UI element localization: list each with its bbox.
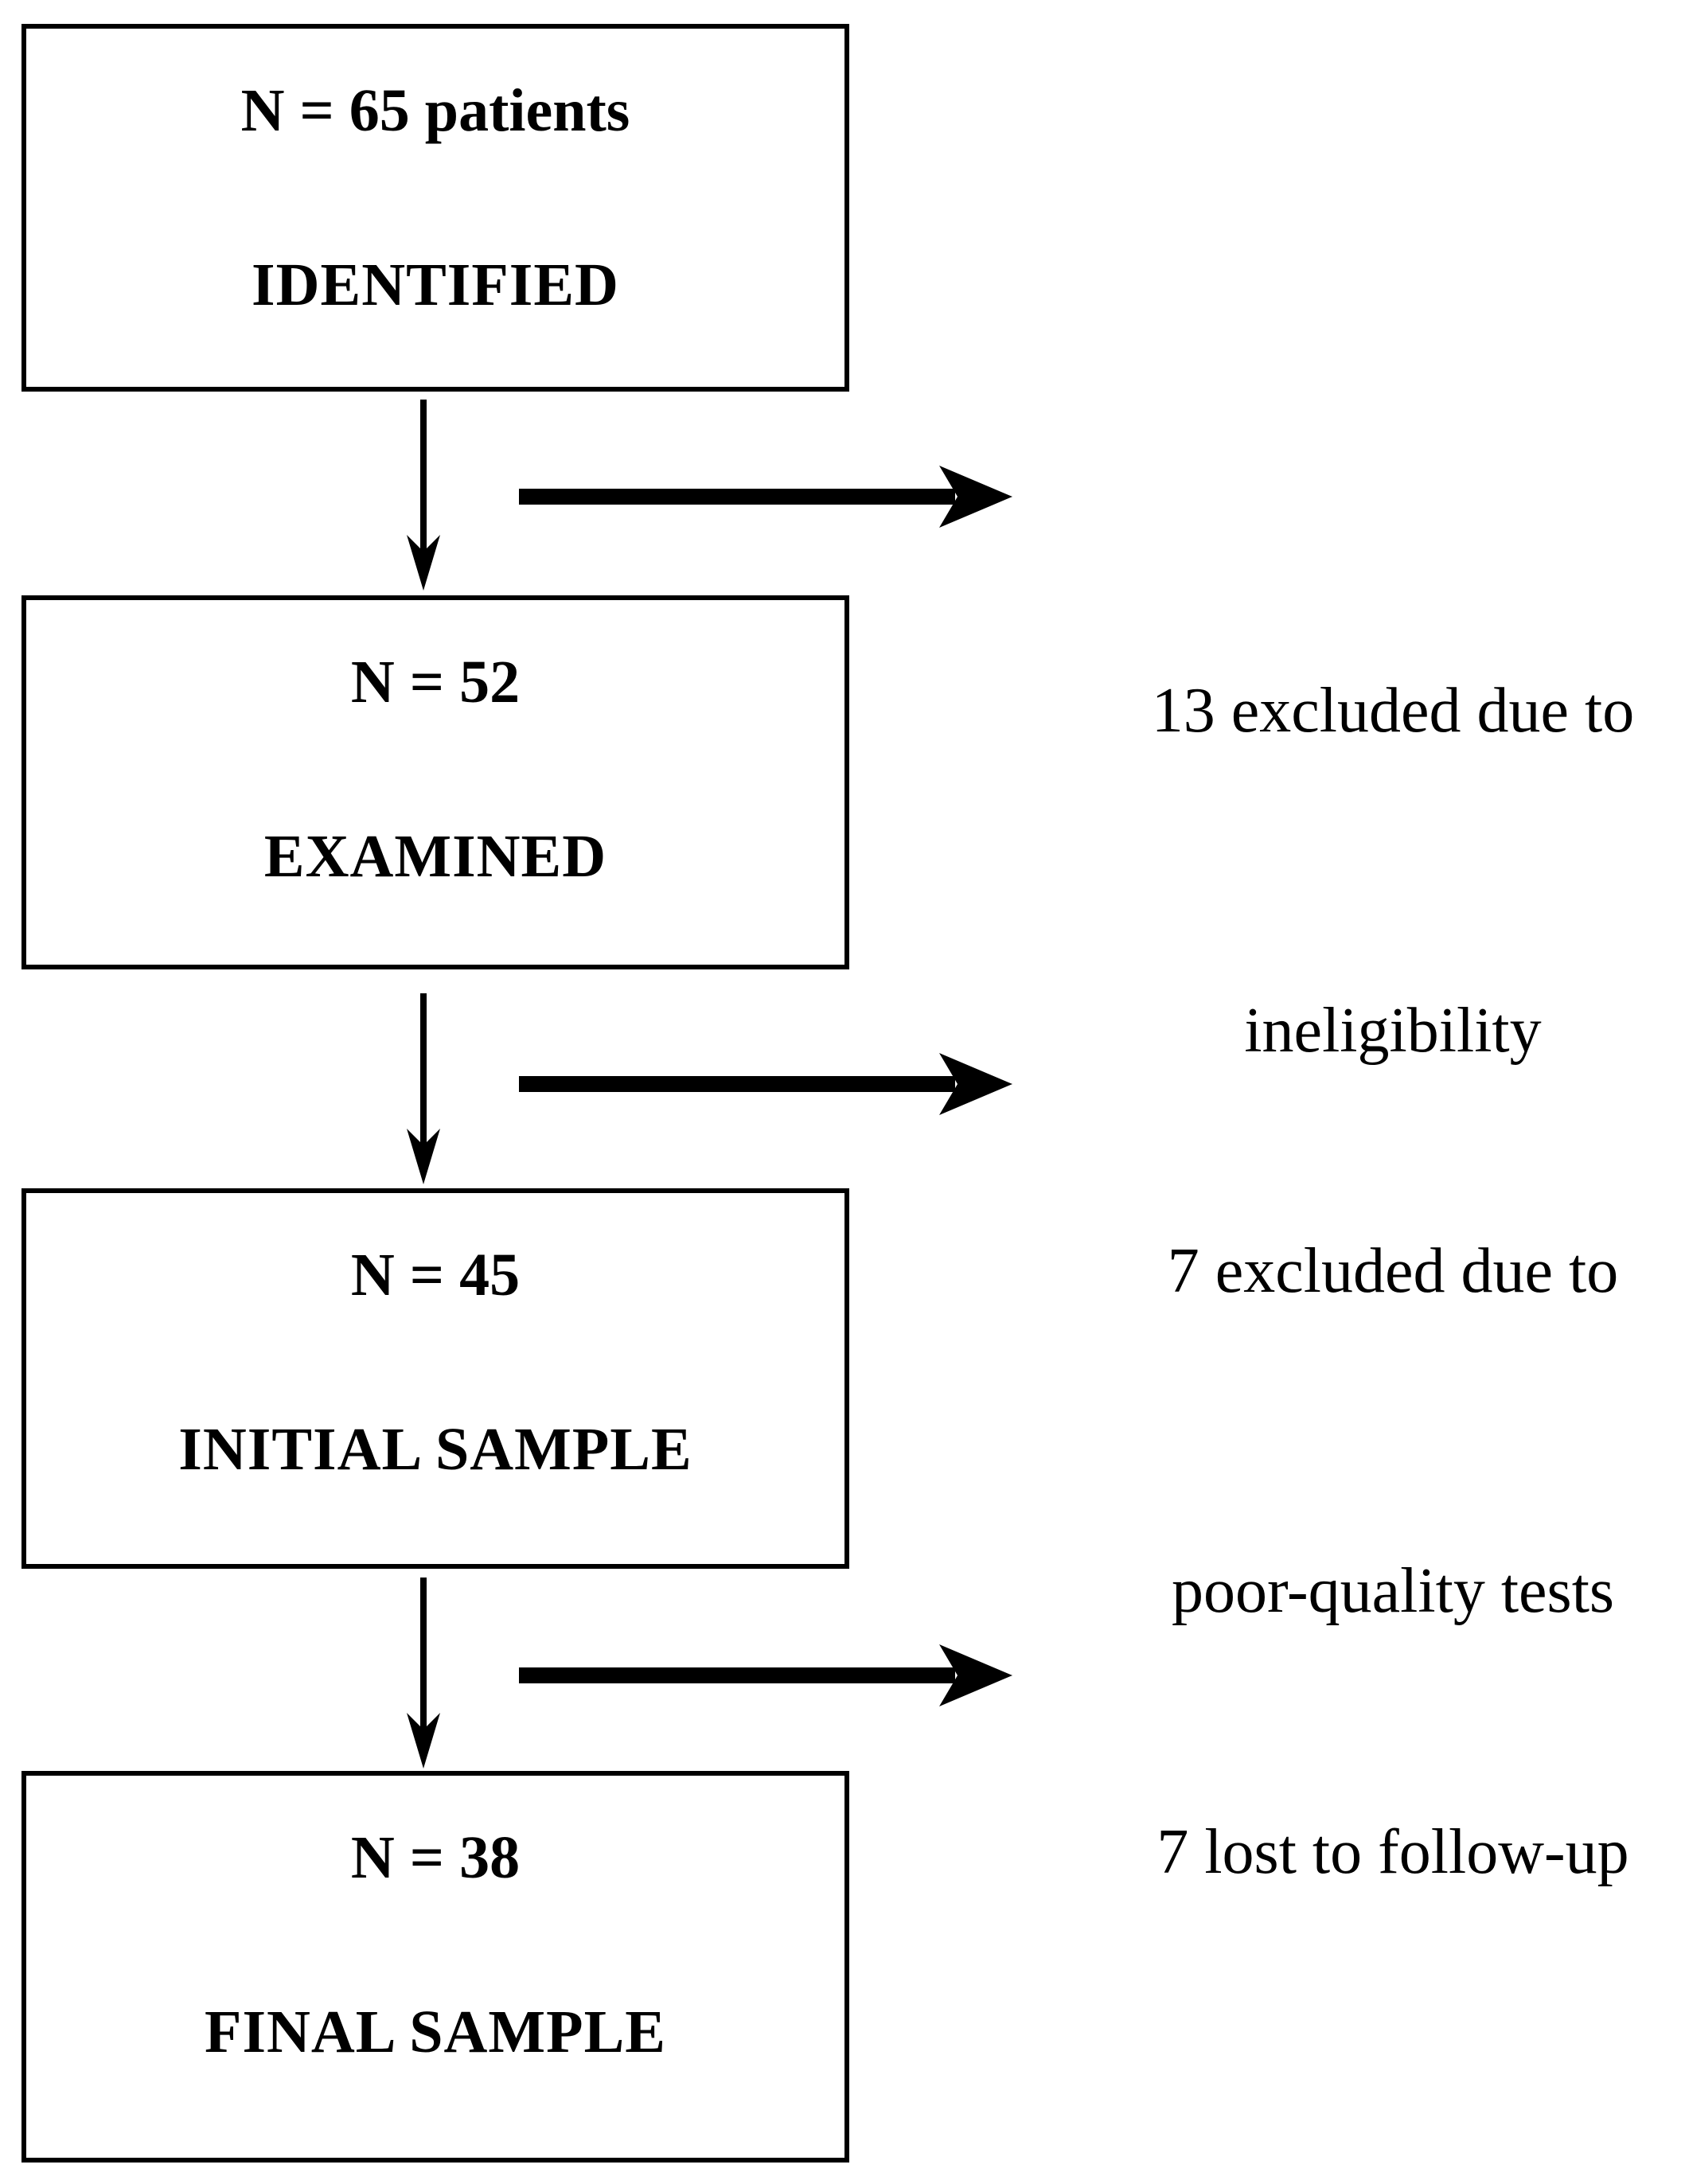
- box-examined-label: EXAMINED: [263, 823, 607, 890]
- down-arrow-1: [407, 400, 440, 591]
- box-examined: N = 52 EXAMINED: [21, 595, 849, 969]
- exclusion-note-1-line1: 13 excluded due to: [1151, 676, 1635, 746]
- exclusion-note-2-line2: poor-quality tests: [1171, 1556, 1615, 1626]
- right-arrow-1: [519, 466, 1012, 528]
- right-arrow-2: [519, 1053, 1012, 1115]
- box-final-sample-count: N = 38: [350, 1824, 521, 1891]
- exclusion-note-2-line1: 7 excluded due to: [1167, 1236, 1619, 1306]
- box-initial-sample: N = 45 INITIAL SAMPLE: [21, 1188, 849, 1569]
- box-identified-label: IDENTIFIED: [252, 252, 619, 318]
- exclusion-note-1: 13 excluded due to ineligibility: [1051, 444, 1685, 1297]
- exclusion-note-1-line2: ineligibility: [1244, 996, 1542, 1066]
- box-identified: N = 65 patients IDENTIFIED: [21, 24, 849, 392]
- right-arrow-3: [519, 1644, 1012, 1706]
- box-initial-sample-label: INITIAL SAMPLE: [178, 1416, 692, 1483]
- box-identified-count: N = 65 patients: [240, 77, 630, 144]
- box-initial-sample-count: N = 45: [350, 1242, 521, 1308]
- exclusion-note-3: 7 lost to follow-up: [1051, 1585, 1685, 2184]
- box-final-sample: N = 38 FINAL SAMPLE: [21, 1771, 849, 2163]
- box-examined-count: N = 52: [350, 649, 521, 716]
- box-final-sample-label: FINAL SAMPLE: [205, 1999, 666, 2065]
- exclusion-note-3-line1: 7 lost to follow-up: [1156, 1817, 1629, 1887]
- down-arrow-2: [407, 993, 440, 1184]
- down-arrow-3: [407, 1578, 440, 1769]
- exclusion-note-2: 7 excluded due to poor-quality tests: [1051, 1004, 1685, 1858]
